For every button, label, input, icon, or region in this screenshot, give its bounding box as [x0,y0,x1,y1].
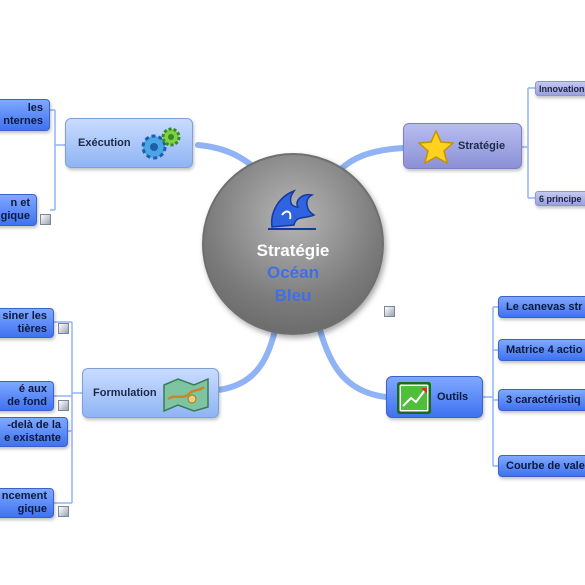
strategie-sub-1[interactable]: Innovation [535,81,585,96]
star-icon [418,130,454,164]
branch-strategie-label: Stratégie [458,140,506,152]
execution-sub-1-line2: nternes [3,115,43,127]
branch-outils-label: Outils [437,391,469,403]
sub-connector-outils [483,306,498,467]
outils-sub-1-label: Le canevas str [506,301,583,313]
branch-strategie[interactable]: Stratégie [403,123,522,169]
gears-icon [141,127,181,160]
strategie-sub-1-label: Innovation [539,83,585,94]
formulation-sub-4[interactable]: ncement gique [0,488,54,518]
formulation-sub-4-line2: gique [17,503,47,515]
branch-connector-formulation [215,327,278,393]
formulation-sub-3-line2: e existante [4,432,61,444]
outils-sub-1[interactable]: Le canevas str [498,296,585,318]
branch-connector-outils [317,327,389,400]
formulation-sub-3-line1: -delà de la [7,419,61,431]
central-topic[interactable]: Stratégie Océan Bleu [202,153,384,335]
note-icon[interactable] [384,306,395,317]
sub-connector-strategie [522,87,535,199]
sub-connector-formulation [54,321,82,504]
chart-icon [397,382,431,414]
outils-sub-3[interactable]: 3 caractéristiq [498,389,585,411]
execution-sub-1-line1: les [27,102,43,114]
outils-sub-4[interactable]: Courbe de vale [498,455,585,477]
execution-sub-1[interactable]: les nternes [0,99,50,131]
execution-sub-2-line2: gique [0,210,30,222]
formulation-sub-2-line1: é aux [18,383,47,395]
outils-sub-2[interactable]: Matrice 4 actio [498,339,585,361]
outils-sub-2-label: Matrice 4 actio [506,344,583,356]
formulation-sub-1-line1: siner les [2,310,47,322]
branch-formulation[interactable]: Formulation [82,368,219,418]
formulation-sub-1[interactable]: siner les tières [0,308,54,338]
map-icon [163,377,209,413]
note-icon[interactable] [58,506,69,517]
outils-sub-3-label: 3 caractéristiq [506,394,581,406]
formulation-sub-3[interactable]: -delà de la e existante [0,417,68,447]
wave-icon [268,189,316,230]
formulation-sub-2[interactable]: é aux de fond [0,381,54,411]
branch-formulation-label: Formulation [93,387,157,399]
strategie-sub-2-label: 6 principe [539,193,582,204]
formulation-sub-2-line2: de fond [7,396,47,408]
note-icon[interactable] [40,214,51,225]
execution-sub-2-line1: n et [10,197,30,209]
strategie-sub-2[interactable]: 6 principe [535,191,585,206]
branch-outils[interactable]: Outils [386,376,483,418]
note-icon[interactable] [58,400,69,411]
formulation-sub-4-line1: ncement [1,490,47,502]
central-title-line3: Bleu [274,286,312,305]
branch-execution-label: Exécution [78,137,131,149]
branch-connector-strategie [337,145,406,173]
outils-sub-4-label: Courbe de vale [506,460,585,472]
execution-sub-2[interactable]: n et gique [0,194,37,226]
branch-execution[interactable]: Exécution [65,118,193,168]
central-title-line2: Océan [267,263,319,282]
central-title-line1: Stratégie [256,241,330,260]
formulation-sub-1-line2: tières [17,323,47,335]
note-icon[interactable] [58,323,69,334]
sub-connector-execution [50,109,65,211]
